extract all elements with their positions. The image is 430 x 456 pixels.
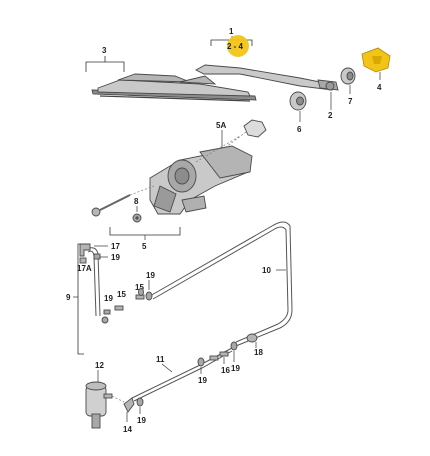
label-6: 6 — [297, 125, 302, 134]
label-5a: 5A — [216, 121, 226, 130]
connector-15-c — [209, 355, 219, 361]
label-2-4: 2 - 4 — [227, 42, 244, 51]
bolt — [91, 185, 155, 217]
clip-19-hose10b — [138, 288, 144, 296]
clip-19-hose10 — [145, 291, 153, 301]
elbow-14 — [123, 397, 135, 413]
nut — [132, 213, 142, 223]
label-15-a: 15 — [117, 290, 126, 299]
label-17: 17 — [111, 242, 120, 251]
clip-19-right — [230, 341, 238, 351]
label-19-a: 19 — [111, 253, 120, 262]
leader-11 — [161, 363, 173, 373]
wiper-blade — [91, 73, 257, 102]
label-3: 3 — [102, 46, 107, 55]
connector-18 — [246, 333, 258, 343]
cap — [340, 67, 356, 85]
connector-16 — [219, 351, 229, 357]
bracket-5 — [109, 227, 181, 236]
label-5: 5 — [142, 242, 147, 251]
clip-19-lower — [197, 357, 205, 367]
hose-10 — [149, 221, 293, 347]
label-18: 18 — [254, 348, 263, 357]
label-19-c: 19 — [146, 271, 155, 280]
elbow-17 — [79, 243, 91, 257]
wiper-arm — [195, 64, 339, 91]
label-1: 1 — [229, 27, 234, 36]
bracket-3 — [85, 56, 125, 72]
cap-4 — [361, 47, 391, 73]
label-19-f: 19 — [137, 416, 146, 425]
clip-19-bottom — [101, 316, 109, 324]
label-4: 4 — [377, 83, 382, 92]
clip-19-top — [93, 253, 101, 260]
clip-19-pump — [136, 397, 144, 407]
label-7: 7 — [348, 97, 353, 106]
label-10: 10 — [262, 266, 271, 275]
label-16: 16 — [221, 366, 230, 375]
label-17a: 17A — [77, 264, 92, 273]
wiper-motor — [149, 145, 253, 215]
grommet — [289, 91, 307, 111]
label-2: 2 — [328, 111, 333, 120]
label-19-e: 19 — [198, 376, 207, 385]
label-11: 11 — [156, 355, 165, 364]
label-19-d: 19 — [231, 364, 240, 373]
label-19-b: 19 — [104, 294, 113, 303]
label-9: 9 — [66, 293, 71, 302]
connector-17a — [79, 257, 87, 264]
hose-11 — [131, 347, 233, 399]
clip-19-mid — [103, 309, 111, 315]
label-12: 12 — [95, 361, 104, 370]
connector-15-a — [114, 305, 124, 311]
label-8: 8 — [134, 197, 139, 206]
highlight-2-4 — [227, 35, 249, 57]
washer-pump — [85, 381, 113, 429]
label-15-b: 15 — [135, 283, 144, 292]
label-14: 14 — [123, 425, 132, 434]
seal-5a — [243, 119, 267, 138]
